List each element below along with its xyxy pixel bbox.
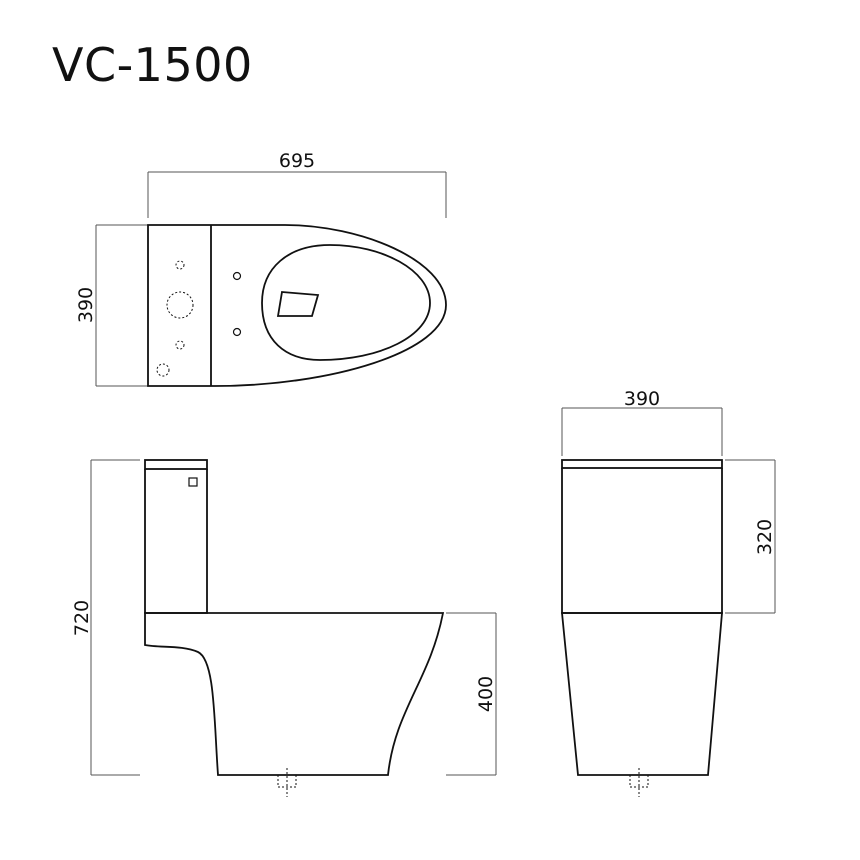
front-drain-pipe-icon <box>629 775 649 788</box>
drain-pipe-icon <box>277 775 297 788</box>
top-outline <box>147 224 447 387</box>
tank-button-small-icon <box>175 340 185 350</box>
front-tank-height-label: 320 <box>754 519 776 555</box>
side-view: 720 400 <box>71 459 497 797</box>
tank-button-small-icon <box>175 260 185 270</box>
front-tank-body <box>561 468 723 614</box>
tank-lid <box>144 459 208 470</box>
front-view: 390 320 <box>561 388 776 797</box>
square-button-icon <box>188 477 198 487</box>
top-length-label: 695 <box>279 150 315 172</box>
side-height-label: 720 <box>71 600 93 636</box>
drain-outlet <box>276 291 320 317</box>
bowl-profile <box>144 612 445 776</box>
bowl-height-label: 400 <box>475 676 497 712</box>
hinge-hole-icon <box>232 271 242 281</box>
front-width-label: 390 <box>624 388 660 410</box>
front-tank-lid <box>561 459 723 469</box>
front-bowl <box>561 612 723 776</box>
hinge-hole-icon <box>232 327 242 337</box>
bowl-rim <box>261 244 431 361</box>
top-view: 695 390 <box>75 150 447 387</box>
top-width-label: 390 <box>75 287 97 323</box>
model-title: VC-1500 <box>52 38 253 92</box>
water-inlet-icon <box>156 363 170 377</box>
flush-button-icon <box>166 291 194 319</box>
tank-body <box>144 469 208 614</box>
